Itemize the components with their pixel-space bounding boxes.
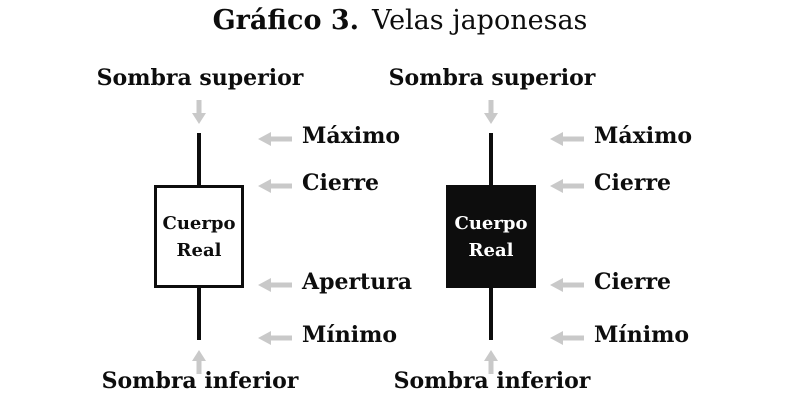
body-top-label: Cierre <box>302 170 380 196</box>
body-label-line1: Cuerpo <box>162 212 236 234</box>
candle-body: Cuerpo Real <box>154 185 244 288</box>
arrow-left-icon <box>550 132 584 146</box>
arrow-up-icon <box>484 350 498 374</box>
candle-body: Cuerpo Real <box>446 185 536 288</box>
arrow-up-icon <box>192 350 206 374</box>
arrow-left-icon <box>258 331 292 345</box>
low-label: Mínimo <box>594 322 690 348</box>
high-label: Máximo <box>302 123 401 149</box>
arrow-left-icon <box>258 179 292 193</box>
upper-wick <box>197 133 201 186</box>
black-candle-diagram: Sombra superior Cuerpo Real Sombra infer… <box>292 0 800 400</box>
high-label: Máximo <box>594 123 693 149</box>
arrow-left-icon <box>550 331 584 345</box>
figure-title-text: Velas japonesas <box>372 5 588 36</box>
upper-wick <box>489 133 493 186</box>
body-top-label: Cierre <box>594 170 672 196</box>
upper-shadow-label: Sombra superior <box>388 65 596 91</box>
body-label-line2: Real <box>176 239 222 261</box>
low-label: Mínimo <box>302 322 398 348</box>
lower-shadow-label: Sombra inferior <box>393 368 591 394</box>
arrow-down-icon <box>192 100 206 124</box>
body-bottom-label: Apertura <box>302 269 413 295</box>
body-label-line1: Cuerpo <box>454 212 528 234</box>
lower-wick <box>489 287 493 340</box>
arrow-left-icon <box>258 132 292 146</box>
lower-shadow-label: Sombra inferior <box>101 368 299 394</box>
lower-wick <box>197 287 201 340</box>
upper-shadow-label: Sombra superior <box>96 65 304 91</box>
body-label-line2: Real <box>468 239 514 261</box>
arrow-left-icon <box>258 278 292 292</box>
body-bottom-label: Cierre <box>594 269 672 295</box>
figure-title-prefix: Gráfico 3. <box>212 5 360 36</box>
arrow-left-icon <box>550 179 584 193</box>
figure-title: Gráfico 3. Velas japonesas <box>0 5 800 36</box>
arrow-down-icon <box>484 100 498 124</box>
arrow-left-icon <box>550 278 584 292</box>
